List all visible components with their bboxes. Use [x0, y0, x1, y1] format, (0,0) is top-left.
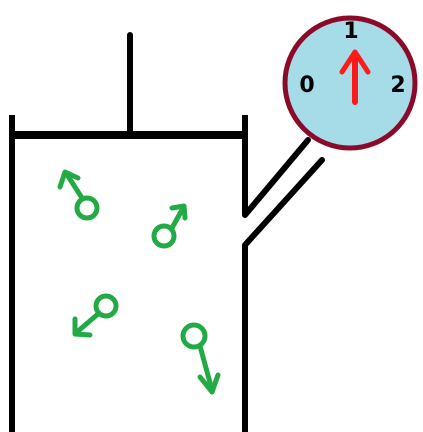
gauge-label-2: 2	[390, 73, 405, 98]
gas-particle	[72, 293, 119, 338]
gauge-label-0: 0	[299, 73, 314, 98]
gas-particle	[151, 203, 188, 249]
gas-particle	[57, 169, 100, 221]
gas-particle	[180, 322, 221, 395]
gauge-face	[282, 15, 418, 151]
gauge-tube	[242, 137, 325, 248]
gauge-label-1: 1	[343, 19, 358, 44]
container-walls	[9, 115, 248, 432]
pressure-gauge: 0 1 2	[282, 15, 418, 151]
gauge-needle	[339, 49, 371, 105]
gas-particles	[57, 169, 221, 395]
